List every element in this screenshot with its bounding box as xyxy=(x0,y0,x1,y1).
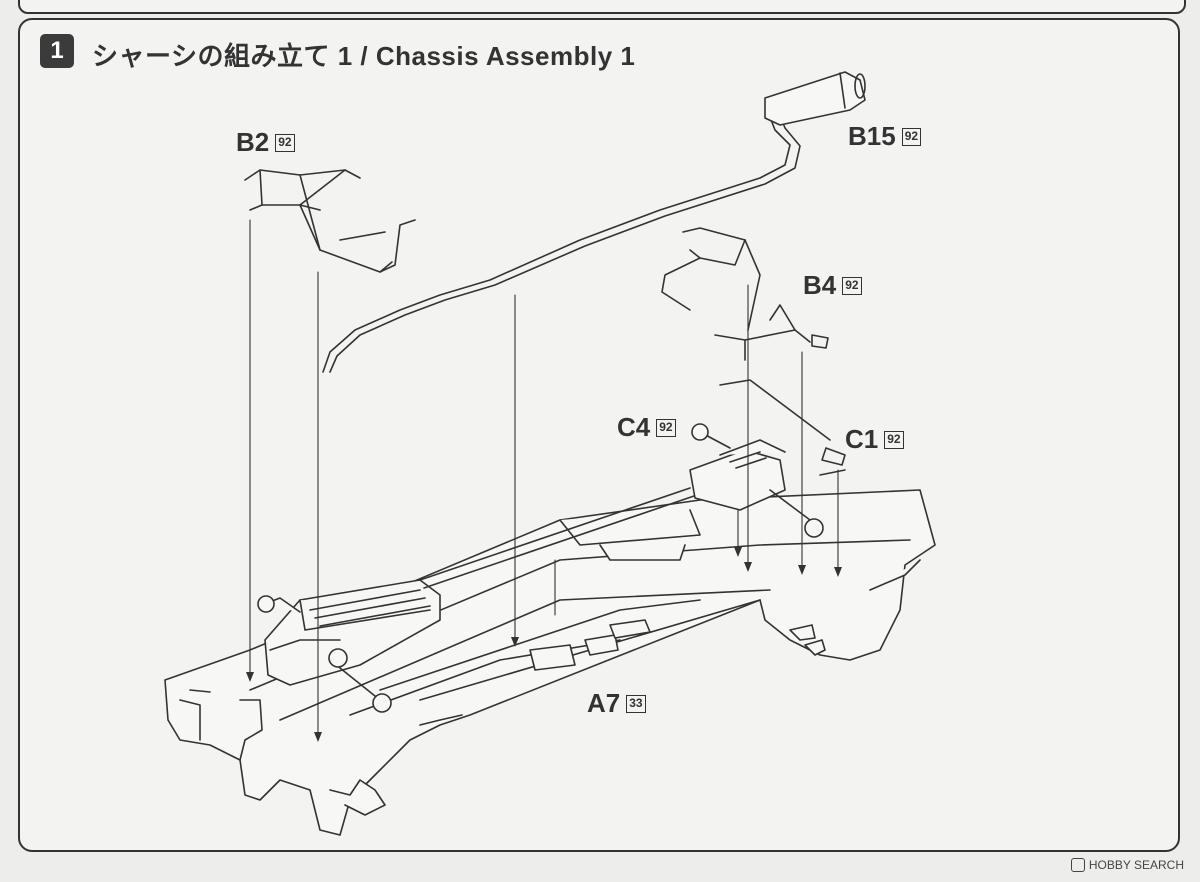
rear-differential xyxy=(689,423,824,538)
rear-suspension-arms xyxy=(661,227,846,476)
part-code: C4 xyxy=(617,412,651,442)
part-label-c4: C4 92 xyxy=(617,412,676,443)
part-label-b4: B4 92 xyxy=(803,270,862,301)
part-label-b2: B2 92 xyxy=(236,127,295,158)
guide-arrowheads xyxy=(246,547,842,742)
runner-number-box: 92 xyxy=(901,127,922,146)
exhaust-pipe xyxy=(322,71,866,373)
step-number-badge: 1 xyxy=(40,34,74,68)
chassis-floor-pan xyxy=(164,489,936,836)
camera-icon xyxy=(1070,858,1085,872)
runner-number-box: 92 xyxy=(656,418,676,437)
part-code: B2 xyxy=(236,127,270,157)
part-label-c1: C1 92 xyxy=(845,424,904,455)
runner-number-box: 92 xyxy=(884,430,904,449)
runner-number-box: 33 xyxy=(626,694,646,713)
assembly-guide-lines xyxy=(249,219,839,736)
drive-shaft xyxy=(419,487,695,589)
part-label-b15: B15 92 xyxy=(848,121,922,152)
part-label-a7: A7 33 xyxy=(587,688,646,719)
watermark: HOBBY SEARCH xyxy=(1070,858,1184,872)
part-code: C1 xyxy=(845,424,879,454)
part-code: B15 xyxy=(848,121,896,151)
engine-block xyxy=(257,579,441,713)
part-code: A7 xyxy=(587,688,621,718)
watermark-text: HOBBY SEARCH xyxy=(1088,858,1184,872)
strut-brace xyxy=(244,169,416,273)
previous-panel-frame xyxy=(18,0,1186,14)
step-title: シャーシの組み立て 1 / Chassis Assembly 1 xyxy=(92,41,636,71)
part-code: B4 xyxy=(803,270,837,300)
runner-number-box: 92 xyxy=(842,276,862,295)
runner-number-box: 92 xyxy=(275,133,295,152)
